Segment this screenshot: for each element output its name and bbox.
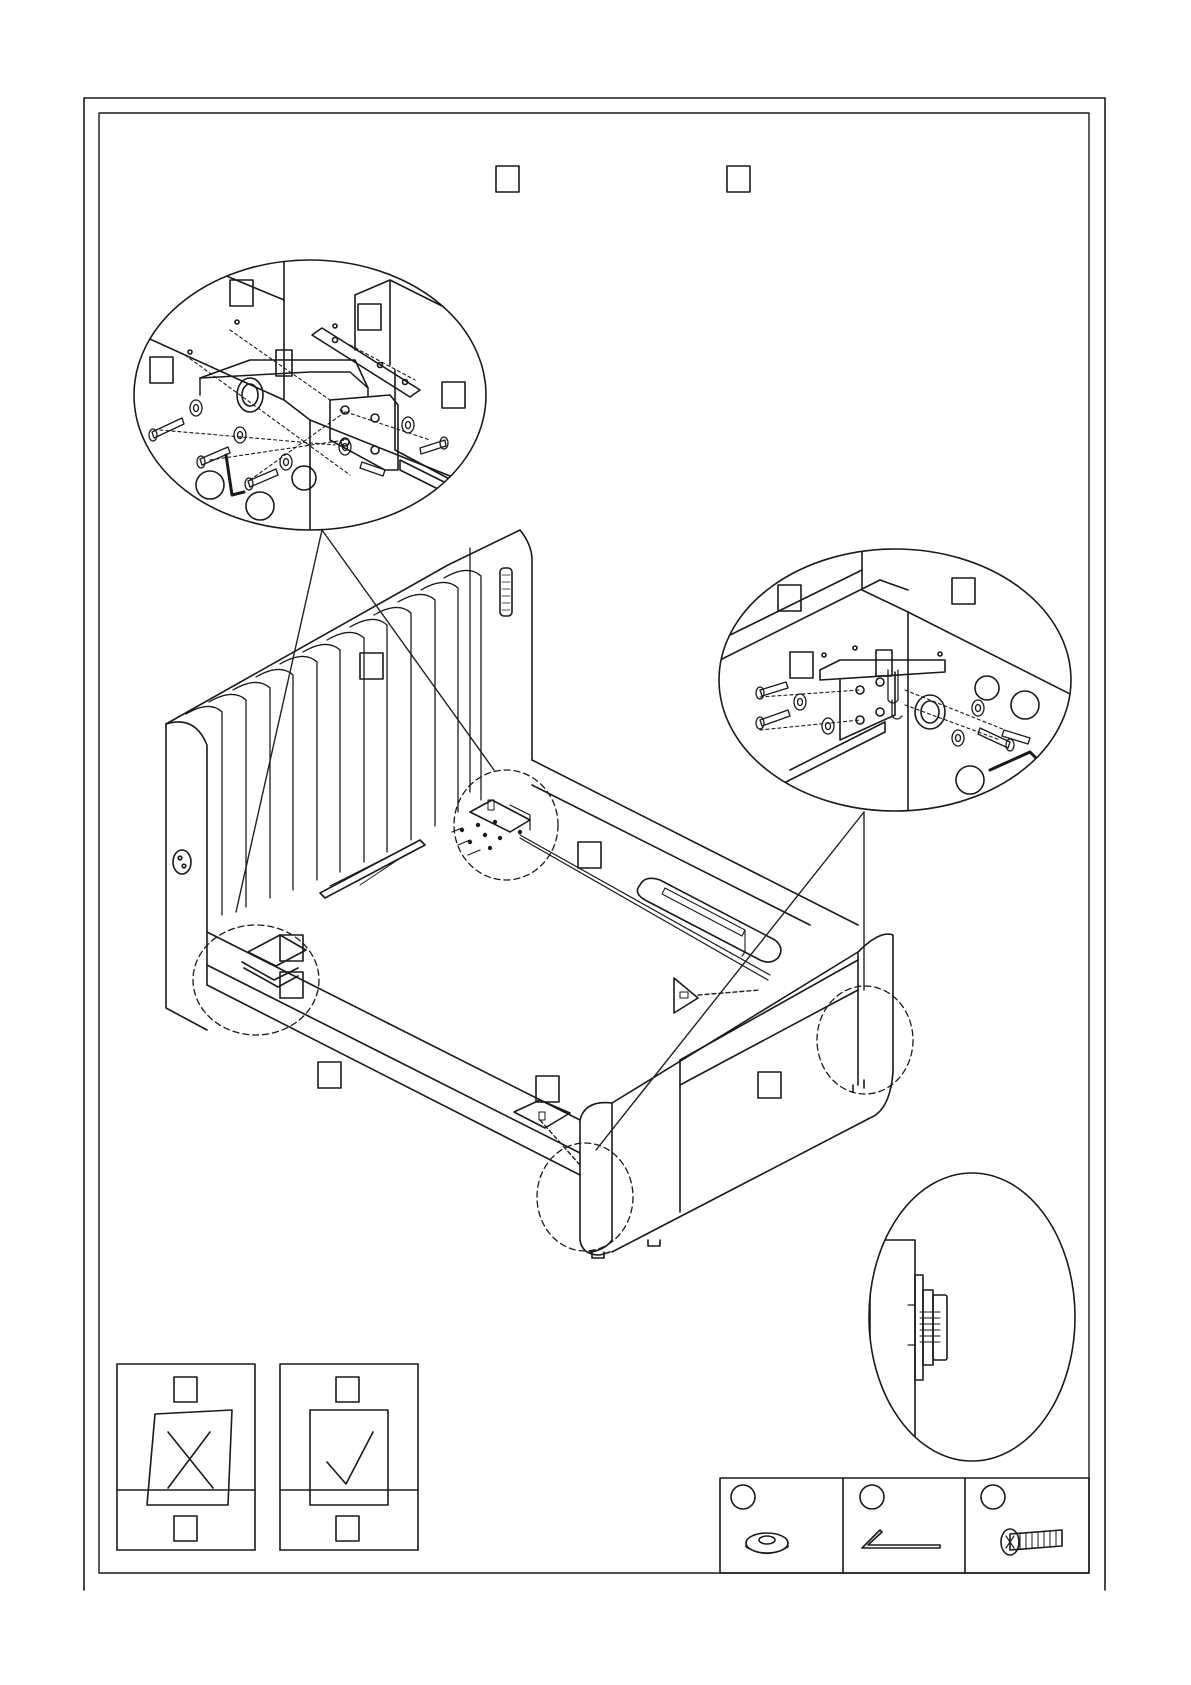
washer-icon	[746, 1533, 788, 1554]
header-part-labels	[496, 166, 750, 192]
part-label-box	[790, 652, 813, 678]
allen-key-icon	[226, 455, 244, 495]
part-label-box	[318, 1062, 341, 1088]
usb-port-icon	[173, 850, 191, 874]
part-label-box	[442, 382, 465, 408]
allen-key-icon	[862, 1530, 940, 1548]
bracket-detail-top-left	[130, 260, 486, 560]
foot-detail-right	[869, 1173, 1075, 1461]
part-ref-circle	[292, 466, 316, 490]
leader-lines	[236, 530, 864, 1165]
part-label-box	[150, 357, 173, 383]
bed-frame-drawing	[166, 530, 893, 1258]
part-label-box	[336, 1377, 359, 1402]
part-ref-circle	[1011, 691, 1039, 719]
part-ref-circle	[981, 1485, 1005, 1509]
part-label-box	[778, 585, 801, 611]
bolt-icon	[1001, 1529, 1062, 1555]
detail-indicator-circles	[193, 770, 913, 1251]
part-ref-circle	[860, 1485, 884, 1509]
cross-icon	[168, 1432, 213, 1488]
part-label-box	[727, 166, 750, 192]
part-ref-circle	[196, 471, 224, 499]
parts-legend	[720, 1478, 1089, 1573]
bracket-detail-right	[719, 548, 1072, 815]
part-ref-circle	[956, 766, 984, 794]
part-ref-circle	[246, 492, 274, 520]
part-label-box	[578, 842, 601, 868]
part-label-box	[174, 1516, 197, 1541]
incorrect-panel	[117, 1364, 255, 1541]
part-label-box	[952, 578, 975, 604]
part-ref-circle	[731, 1485, 755, 1509]
check-icon	[327, 1432, 373, 1484]
part-label-box	[758, 1072, 781, 1098]
part-ref-circle	[975, 676, 999, 700]
part-label-box	[230, 280, 253, 306]
part-label-box	[358, 304, 381, 330]
part-label-box	[536, 1076, 559, 1102]
part-label-box	[876, 650, 892, 676]
part-label-box	[336, 1516, 359, 1541]
correct-panel	[280, 1364, 418, 1541]
washer-icon	[190, 400, 414, 470]
part-label-box	[496, 166, 519, 192]
headboard-channels	[186, 548, 481, 915]
part-label-box	[174, 1377, 197, 1402]
page-frame	[84, 98, 1105, 1590]
